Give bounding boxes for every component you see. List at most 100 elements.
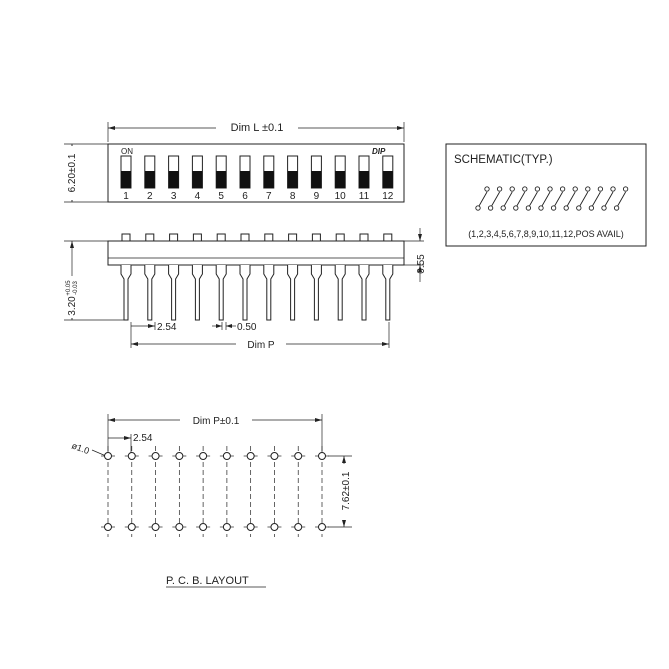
switch-body-top bbox=[107, 143, 405, 203]
side-bump bbox=[264, 233, 274, 242]
position-label: 9 bbox=[314, 191, 320, 202]
schematic-switch bbox=[500, 186, 515, 211]
switch-actuator bbox=[310, 155, 322, 189]
dim-pin-tol-plus: +0.05 bbox=[66, 280, 72, 296]
side-pin bbox=[287, 265, 299, 321]
side-bump bbox=[311, 233, 321, 242]
pcb-dim-pitch-label: 2.54 bbox=[133, 433, 153, 444]
dim-pin-tol-minus: -0.03 bbox=[73, 281, 79, 295]
switch-actuator bbox=[215, 155, 227, 189]
position-label: 3 bbox=[171, 191, 177, 202]
switch-actuator bbox=[191, 155, 203, 189]
side-bump bbox=[288, 233, 298, 242]
on-label: ON bbox=[121, 147, 133, 156]
pcb-hole bbox=[219, 523, 234, 531]
pcb-hole bbox=[243, 523, 258, 531]
side-bump bbox=[192, 233, 202, 242]
pcb-hole bbox=[315, 452, 329, 460]
position-label: 4 bbox=[195, 191, 201, 202]
switch-actuator bbox=[382, 155, 394, 189]
position-label: 10 bbox=[335, 191, 347, 202]
switch-body-side bbox=[107, 240, 405, 266]
schematic-switch bbox=[475, 186, 490, 211]
position-label: 7 bbox=[266, 191, 272, 202]
schematic-switch bbox=[487, 186, 503, 211]
pcb-hole bbox=[243, 452, 258, 460]
side-pin bbox=[120, 265, 132, 321]
schematic-caption: (1,2,3,4,5,6,7,8,9,10,11,12,POS AVAIL) bbox=[468, 229, 624, 239]
pcb-hole bbox=[196, 523, 211, 531]
side-pin bbox=[263, 265, 275, 321]
side-pin bbox=[168, 265, 180, 321]
side-pins bbox=[120, 265, 394, 321]
side-pin bbox=[144, 265, 156, 321]
schematic-switch bbox=[588, 186, 604, 211]
pcb-hole bbox=[267, 523, 282, 531]
pcb-dim-hole-label: ø1.0 bbox=[70, 440, 90, 456]
switch-actuator bbox=[239, 155, 251, 189]
dim-length-label: Dim L ±0.1 bbox=[231, 122, 284, 134]
switch-actuator bbox=[334, 155, 346, 189]
schematic-switch bbox=[550, 186, 566, 211]
switch-actuator bbox=[120, 155, 132, 189]
side-pin bbox=[310, 265, 322, 321]
pcb-dim-row-spacing-label: 7.62±0.1 bbox=[341, 471, 352, 510]
position-label: 12 bbox=[382, 191, 394, 202]
position-label: 5 bbox=[218, 191, 224, 202]
pcb-hole bbox=[172, 452, 187, 460]
side-bump bbox=[121, 233, 131, 242]
position-label: 11 bbox=[359, 191, 370, 202]
side-bump bbox=[169, 233, 179, 242]
side-bumps bbox=[121, 233, 393, 242]
side-bump bbox=[335, 233, 345, 242]
side-pin bbox=[215, 265, 227, 321]
pcb-hole bbox=[315, 523, 329, 531]
switch-actuator bbox=[263, 155, 275, 189]
brand-logo: DIP bbox=[372, 147, 386, 156]
schematic-switch bbox=[576, 186, 591, 211]
side-bump bbox=[359, 233, 369, 242]
pcb-hole bbox=[148, 523, 163, 531]
side-bump bbox=[216, 233, 226, 242]
pcb-hole bbox=[267, 452, 282, 460]
pcb-hole bbox=[172, 523, 187, 531]
side-pin bbox=[191, 265, 203, 321]
side-bump bbox=[240, 233, 250, 242]
switch-actuator bbox=[168, 155, 180, 189]
side-bump bbox=[383, 233, 393, 242]
side-pin bbox=[382, 265, 394, 321]
schematic-title: SCHEMATIC(TYP.) bbox=[454, 154, 553, 166]
side-view: 3.20 +0.05 -0.03 0.55 2.54 0.50 Dim P bbox=[64, 228, 427, 351]
side-pin bbox=[358, 265, 370, 321]
schematic-switch bbox=[538, 186, 553, 211]
switch-actuators bbox=[120, 155, 394, 189]
dim-body-offset-label: 0.55 bbox=[416, 254, 427, 274]
position-label: 6 bbox=[242, 191, 248, 202]
dim-pitch-label: 2.54 bbox=[157, 322, 177, 333]
side-pin bbox=[239, 265, 251, 321]
dim-width-label: 6.20±0.1 bbox=[67, 153, 78, 192]
side-pin bbox=[334, 265, 346, 321]
pcb-layout: Dim P±0.1 2.54 ø1.0 7.62±0.1 P. C. B. LA… bbox=[70, 413, 352, 588]
side-bump bbox=[145, 233, 155, 242]
pcb-hole bbox=[148, 452, 163, 460]
schematic-switch bbox=[525, 186, 541, 211]
pcb-hole bbox=[101, 452, 115, 460]
schematic-switch bbox=[613, 186, 629, 211]
schematic-switches bbox=[475, 186, 629, 211]
dim-span-label: Dim P bbox=[247, 340, 275, 351]
schematic-box: SCHEMATIC(TYP.) (1,2,3,4,5,6,7,8,9,10,11… bbox=[445, 143, 647, 247]
schematic-switch bbox=[563, 186, 578, 211]
pcb-hole bbox=[219, 452, 234, 460]
position-label: 2 bbox=[147, 191, 153, 202]
pcb-hole bbox=[196, 452, 211, 460]
pcb-hole bbox=[291, 452, 306, 460]
switch-actuator bbox=[144, 155, 156, 189]
pcb-dim-span-label: Dim P±0.1 bbox=[193, 416, 240, 427]
pcb-hole bbox=[101, 523, 115, 531]
schematic-switch bbox=[601, 186, 616, 211]
pcb-hole bbox=[124, 452, 139, 460]
dim-pin-width-label: 0.50 bbox=[237, 322, 257, 333]
